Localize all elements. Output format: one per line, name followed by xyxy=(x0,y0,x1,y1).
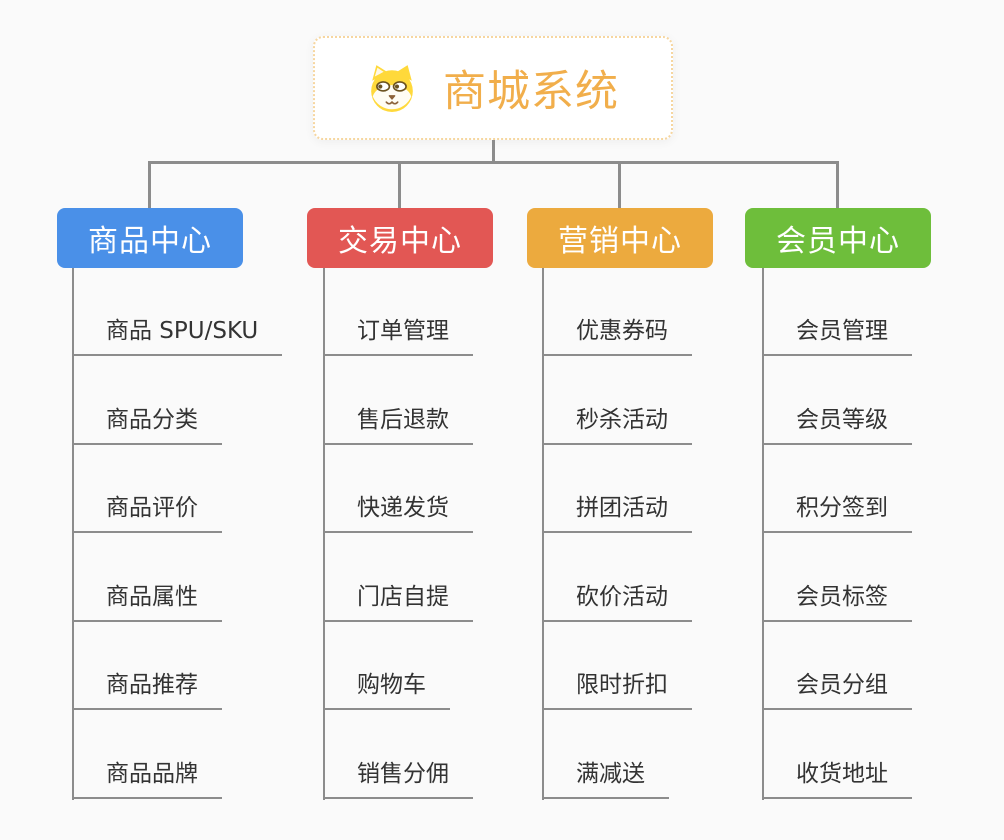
root-title: 商城系统 xyxy=(443,67,619,117)
child-node[interactable]: 优惠券码 xyxy=(542,317,692,356)
child-node[interactable]: 购物车 xyxy=(323,671,450,710)
child-node[interactable]: 会员标签 xyxy=(762,583,912,622)
child-node[interactable]: 秒杀活动 xyxy=(542,406,692,445)
child-node[interactable]: 满减送 xyxy=(542,760,669,799)
child-node[interactable]: 会员分组 xyxy=(762,671,912,710)
child-node[interactable]: 商品推荐 xyxy=(72,671,222,710)
child-node[interactable]: 商品品牌 xyxy=(72,760,222,799)
connector-bus xyxy=(149,161,839,164)
child-node[interactable]: 售后退款 xyxy=(323,406,473,445)
child-node[interactable]: 商品评价 xyxy=(72,494,222,533)
connector-drop-product xyxy=(148,161,151,208)
child-node[interactable]: 订单管理 xyxy=(323,317,473,356)
branch-node-marketing-center[interactable]: 营销中心 xyxy=(527,208,713,268)
child-node[interactable]: 快递发货 xyxy=(323,494,473,533)
child-node[interactable]: 商品分类 xyxy=(72,406,222,445)
child-node[interactable]: 会员等级 xyxy=(762,406,912,445)
root-node[interactable]: 商城系统 xyxy=(313,36,673,140)
connector-spine-product xyxy=(72,268,74,800)
connector-drop-trade xyxy=(398,161,401,208)
branch-node-trade-center[interactable]: 交易中心 xyxy=(307,208,493,268)
child-node[interactable]: 积分签到 xyxy=(762,494,912,533)
child-node[interactable]: 砍价活动 xyxy=(542,583,692,622)
connector-spine-member xyxy=(762,268,764,800)
dog-face-icon xyxy=(367,63,417,113)
child-node[interactable]: 拼团活动 xyxy=(542,494,692,533)
child-node[interactable]: 商品属性 xyxy=(72,583,222,622)
connector-spine-trade xyxy=(323,268,325,800)
child-node[interactable]: 收货地址 xyxy=(762,760,912,799)
child-node[interactable]: 商品 SPU/SKU xyxy=(72,317,283,356)
connector-drop-marketing xyxy=(618,161,621,208)
child-node[interactable]: 门店自提 xyxy=(323,583,473,622)
child-node[interactable]: 销售分佣 xyxy=(323,760,473,799)
connector-spine-marketing xyxy=(542,268,544,800)
child-node[interactable]: 限时折扣 xyxy=(542,671,692,710)
branch-node-member-center[interactable]: 会员中心 xyxy=(745,208,931,268)
child-node[interactable]: 会员管理 xyxy=(762,317,912,356)
branch-node-product-center[interactable]: 商品中心 xyxy=(57,208,243,268)
connector-root-stem xyxy=(492,140,495,164)
connector-drop-member xyxy=(836,161,839,208)
